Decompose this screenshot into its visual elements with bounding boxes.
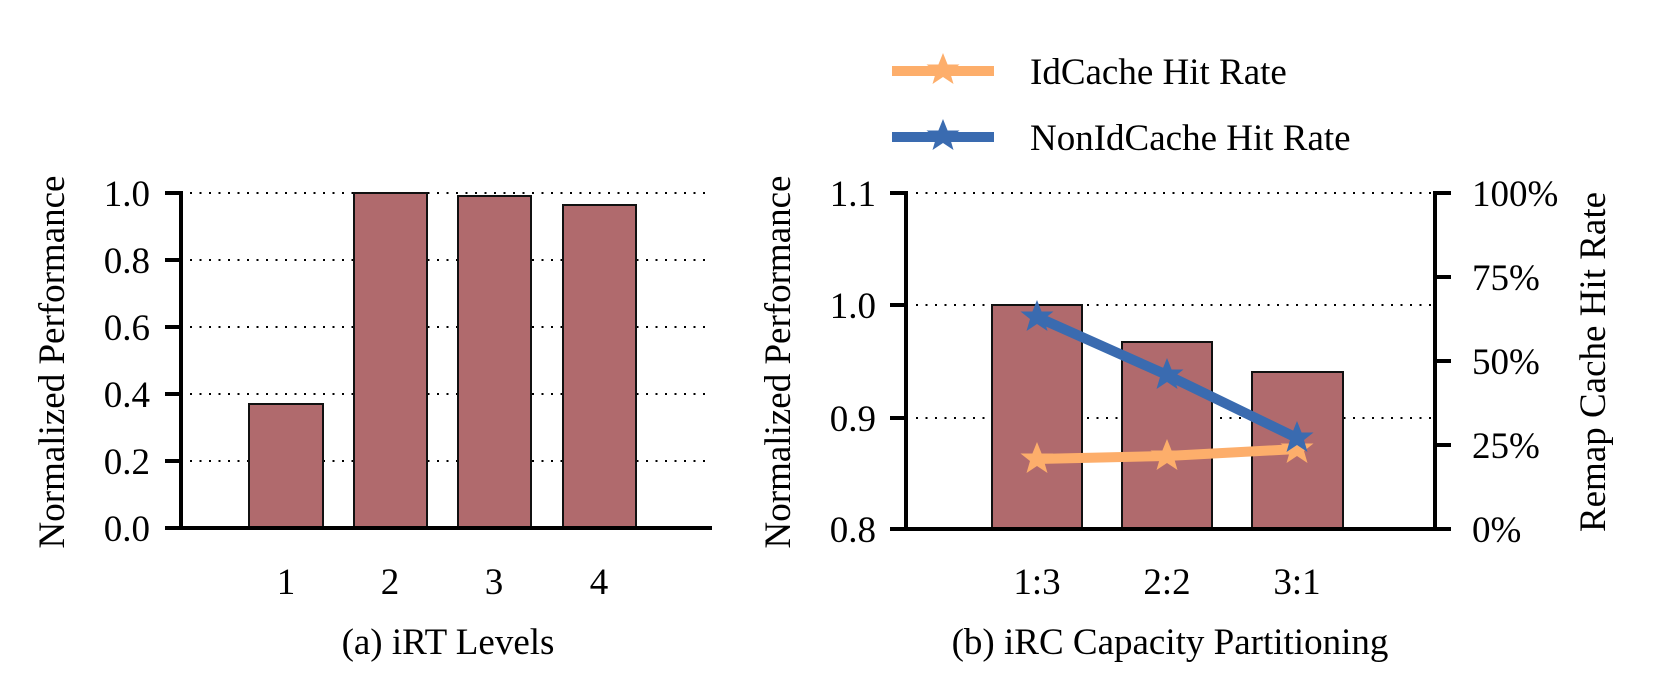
series-idcache-hit-rate: [1020, 432, 1314, 473]
ytick-right-2: 50%: [1472, 342, 1540, 383]
legend-label-nonidcache: NonIdCache Hit Rate: [1030, 118, 1351, 159]
bar-level-4: [562, 204, 637, 529]
chart-a-caption: (a) iRT Levels: [342, 622, 555, 663]
bar-partition-1-3: [991, 304, 1083, 530]
legend-label-idcache: IdCache Hit Rate: [1030, 52, 1287, 93]
bar-level-1: [248, 403, 324, 529]
ytick-b-0: 0.8: [830, 510, 876, 551]
ytick-a-5: 1.0: [104, 174, 150, 215]
chart-a-axes: [165, 191, 712, 530]
ytick-right-0: 0%: [1472, 510, 1521, 551]
ytick-right-1: 25%: [1472, 426, 1540, 467]
ytick-right-4: 100%: [1472, 174, 1558, 215]
ytick-a-3: 0.6: [104, 308, 150, 349]
chart-b: 0.8 0.9 1.0 1.1 0% 25% 50% 75% 100% 1:3 …: [758, 52, 1614, 663]
xtick-a-1: 1: [277, 562, 296, 603]
chart-a-bars: [248, 192, 637, 529]
bar-level-2: [353, 192, 428, 529]
xtick-a-2: 2: [381, 562, 400, 603]
ytick-a-0: 0.0: [104, 509, 150, 550]
legend-item-nonidcache: NonIdCache Hit Rate: [892, 118, 1351, 159]
chart-a-ylabel: Normalized Performance: [32, 176, 73, 549]
ytick-a-2: 0.4: [104, 375, 150, 416]
xtick-b-2: 2:2: [1143, 562, 1190, 603]
chart-a: 0.0 0.2 0.4 0.6 0.8 1.0 1 2 3 4 Normaliz…: [32, 174, 712, 663]
series-nonidcache-hit-rate: [1020, 300, 1314, 452]
xtick-b-1: 1:3: [1013, 562, 1060, 603]
chart-b-bars: [991, 304, 1344, 530]
ytick-b-1: 0.9: [830, 399, 876, 440]
ytick-a-4: 0.8: [104, 241, 150, 282]
xtick-b-3: 3:1: [1273, 562, 1320, 603]
xtick-a-4: 4: [590, 562, 609, 603]
chart-b-axes: [890, 191, 1451, 531]
ytick-a-1: 0.2: [104, 442, 150, 483]
chart-b-ylabel-right: Remap Cache Hit Rate: [1573, 192, 1614, 532]
chart-b-ylabel: Normalized Performance: [758, 176, 799, 549]
legend: IdCache Hit Rate NonIdCache Hit Rate: [892, 52, 1351, 159]
legend-item-idcache: IdCache Hit Rate: [892, 52, 1287, 93]
ytick-b-3: 1.1: [830, 174, 876, 215]
ytick-b-2: 1.0: [830, 286, 876, 327]
chart-b-caption: (b) iRC Capacity Partitioning: [952, 622, 1389, 663]
bar-level-3: [457, 195, 532, 529]
xtick-a-3: 3: [485, 562, 504, 603]
ytick-right-3: 75%: [1472, 258, 1540, 299]
